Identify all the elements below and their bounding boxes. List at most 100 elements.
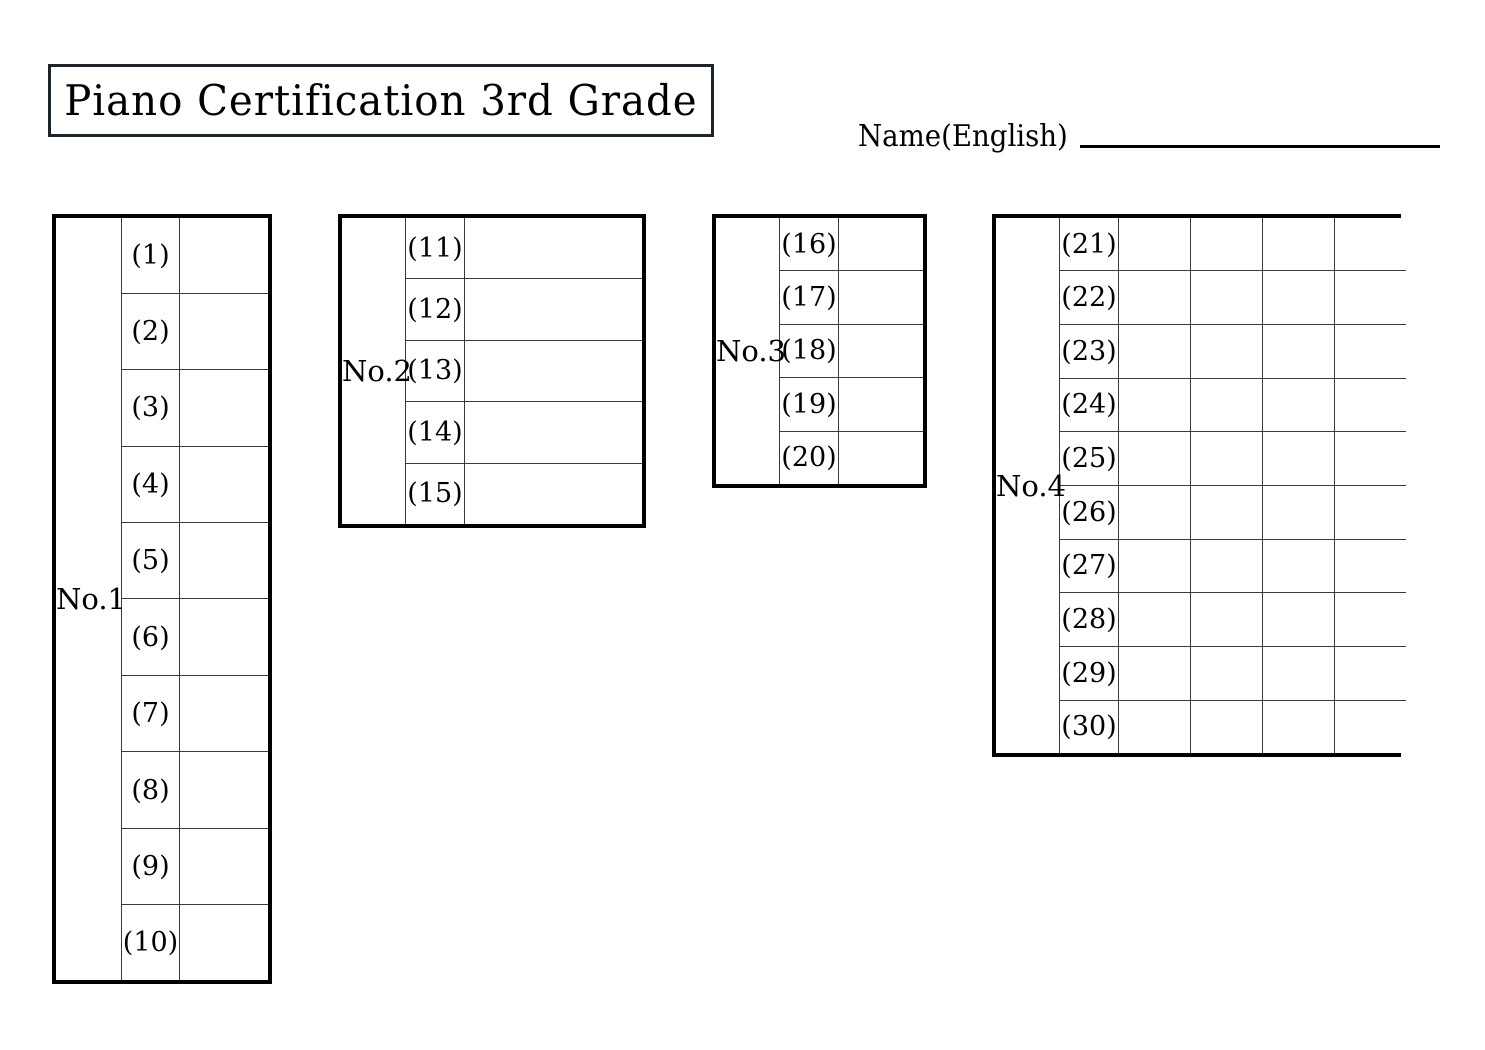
- answer-cell[interactable]: [1190, 218, 1263, 272]
- page-title: Piano Certification 3rd Grade: [64, 76, 698, 125]
- table-row: (29): [996, 645, 1406, 701]
- question-number: (19): [779, 377, 839, 432]
- question-number: (14): [405, 401, 465, 464]
- answer-cell[interactable]: [1118, 377, 1191, 433]
- table-row: (9): [56, 827, 268, 906]
- answer-cell[interactable]: [1190, 431, 1263, 486]
- answer-cell[interactable]: [1262, 699, 1335, 753]
- answer-cell[interactable]: [1262, 484, 1335, 540]
- answer-cell[interactable]: [1262, 431, 1335, 486]
- answer-cell[interactable]: [1334, 592, 1406, 647]
- answer-cell[interactable]: [179, 751, 268, 829]
- table-row: (2): [56, 292, 268, 371]
- table-row: (14): [342, 401, 642, 464]
- answer-cell[interactable]: [1118, 431, 1191, 486]
- question-number: (5): [121, 522, 180, 600]
- answer-cell[interactable]: [179, 674, 268, 753]
- question-number: (3): [121, 369, 180, 447]
- answer-cell[interactable]: [838, 270, 923, 325]
- question-number: (24): [1059, 377, 1119, 433]
- answer-cell[interactable]: [1118, 323, 1191, 379]
- answer-cell[interactable]: [464, 401, 642, 464]
- answer-cell[interactable]: [1262, 538, 1335, 594]
- answer-cell[interactable]: [179, 369, 268, 447]
- question-number: (16): [779, 218, 839, 272]
- answer-cell[interactable]: [1262, 377, 1335, 433]
- question-number: (1): [121, 218, 180, 294]
- answer-cell[interactable]: [1190, 270, 1263, 325]
- answer-cell[interactable]: [1334, 270, 1406, 325]
- table-row: (18): [716, 323, 923, 379]
- answer-cell[interactable]: [1334, 323, 1406, 379]
- answer-cell[interactable]: [1118, 592, 1191, 647]
- table-row: (22): [996, 270, 1406, 325]
- question-number: (10): [121, 904, 180, 980]
- answer-cell[interactable]: [838, 218, 923, 272]
- table-row: (28): [996, 592, 1406, 647]
- answer-cell[interactable]: [1262, 218, 1335, 272]
- answer-cell[interactable]: [1190, 538, 1263, 594]
- answer-cell[interactable]: [179, 827, 268, 906]
- table-row: (13): [342, 339, 642, 403]
- question-number: (21): [1059, 218, 1119, 272]
- table-row: (17): [716, 270, 923, 325]
- table-row: (20): [716, 430, 923, 484]
- answer-cell[interactable]: [1118, 218, 1191, 272]
- answer-cell[interactable]: [179, 598, 268, 676]
- answer-cell[interactable]: [179, 904, 268, 980]
- answer-cell[interactable]: [838, 377, 923, 432]
- answer-cell[interactable]: [1262, 592, 1335, 647]
- name-write-in-line[interactable]: [1080, 145, 1440, 148]
- table-row: No.1(1): [56, 218, 268, 980]
- answer-cell[interactable]: [464, 278, 642, 341]
- question-number: (20): [779, 430, 839, 484]
- answer-cell[interactable]: [1118, 699, 1191, 753]
- answer-cell[interactable]: [1190, 377, 1263, 433]
- answer-cell[interactable]: [1334, 431, 1406, 486]
- answer-cell[interactable]: [1118, 645, 1191, 701]
- answer-cell[interactable]: [1190, 699, 1263, 753]
- answer-cell[interactable]: [1190, 592, 1263, 647]
- answer-cell[interactable]: [179, 292, 268, 371]
- answer-cell[interactable]: [838, 430, 923, 484]
- answer-cell[interactable]: [1262, 323, 1335, 379]
- answer-cell[interactable]: [1334, 218, 1406, 272]
- question-number: (12): [405, 278, 465, 341]
- answer-cell[interactable]: [1334, 484, 1406, 540]
- answer-cell[interactable]: [1118, 484, 1191, 540]
- question-number: (9): [121, 827, 180, 906]
- answer-cell[interactable]: [179, 522, 268, 600]
- table-row: No.3(16): [716, 218, 923, 484]
- answer-cell[interactable]: [1334, 645, 1406, 701]
- answer-table-no4: No.4(21)(22)(23)(24)(25)(26)(27)(28)(29)…: [992, 214, 1406, 757]
- answer-cell[interactable]: [1190, 645, 1263, 701]
- answer-cell[interactable]: [1262, 270, 1335, 325]
- question-number: (30): [1059, 699, 1119, 753]
- answer-cell[interactable]: [1262, 645, 1335, 701]
- question-number: (17): [779, 270, 839, 325]
- answer-cell[interactable]: [1118, 538, 1191, 594]
- question-number: (29): [1059, 645, 1119, 701]
- answer-cell[interactable]: [464, 462, 642, 524]
- question-number: (28): [1059, 592, 1119, 647]
- table-row: (26): [996, 484, 1406, 540]
- question-number: (7): [121, 674, 180, 753]
- answer-cell[interactable]: [1118, 270, 1191, 325]
- group-label-no3: No.3: [716, 218, 786, 484]
- answer-cell[interactable]: [1190, 484, 1263, 540]
- answer-cell[interactable]: [1334, 538, 1406, 594]
- answer-cell[interactable]: [179, 445, 268, 524]
- answer-cell[interactable]: [1334, 699, 1406, 753]
- table-row: (24): [996, 377, 1406, 433]
- answer-cell[interactable]: [1190, 323, 1263, 379]
- answer-cell[interactable]: [464, 218, 642, 280]
- table-row: (5): [56, 522, 268, 600]
- answer-cell[interactable]: [464, 339, 642, 403]
- question-number: (22): [1059, 270, 1119, 325]
- question-number: (6): [121, 598, 180, 676]
- answer-cell[interactable]: [1334, 377, 1406, 433]
- question-number: (26): [1059, 484, 1119, 540]
- answer-cell[interactable]: [838, 323, 923, 379]
- name-field: Name(English): [858, 108, 1440, 152]
- answer-cell[interactable]: [179, 218, 268, 294]
